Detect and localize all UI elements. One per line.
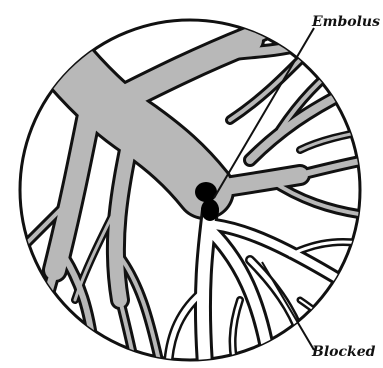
embolus-label: Embolus bbox=[312, 14, 380, 30]
blocked-label: Blocked bbox=[312, 344, 375, 360]
